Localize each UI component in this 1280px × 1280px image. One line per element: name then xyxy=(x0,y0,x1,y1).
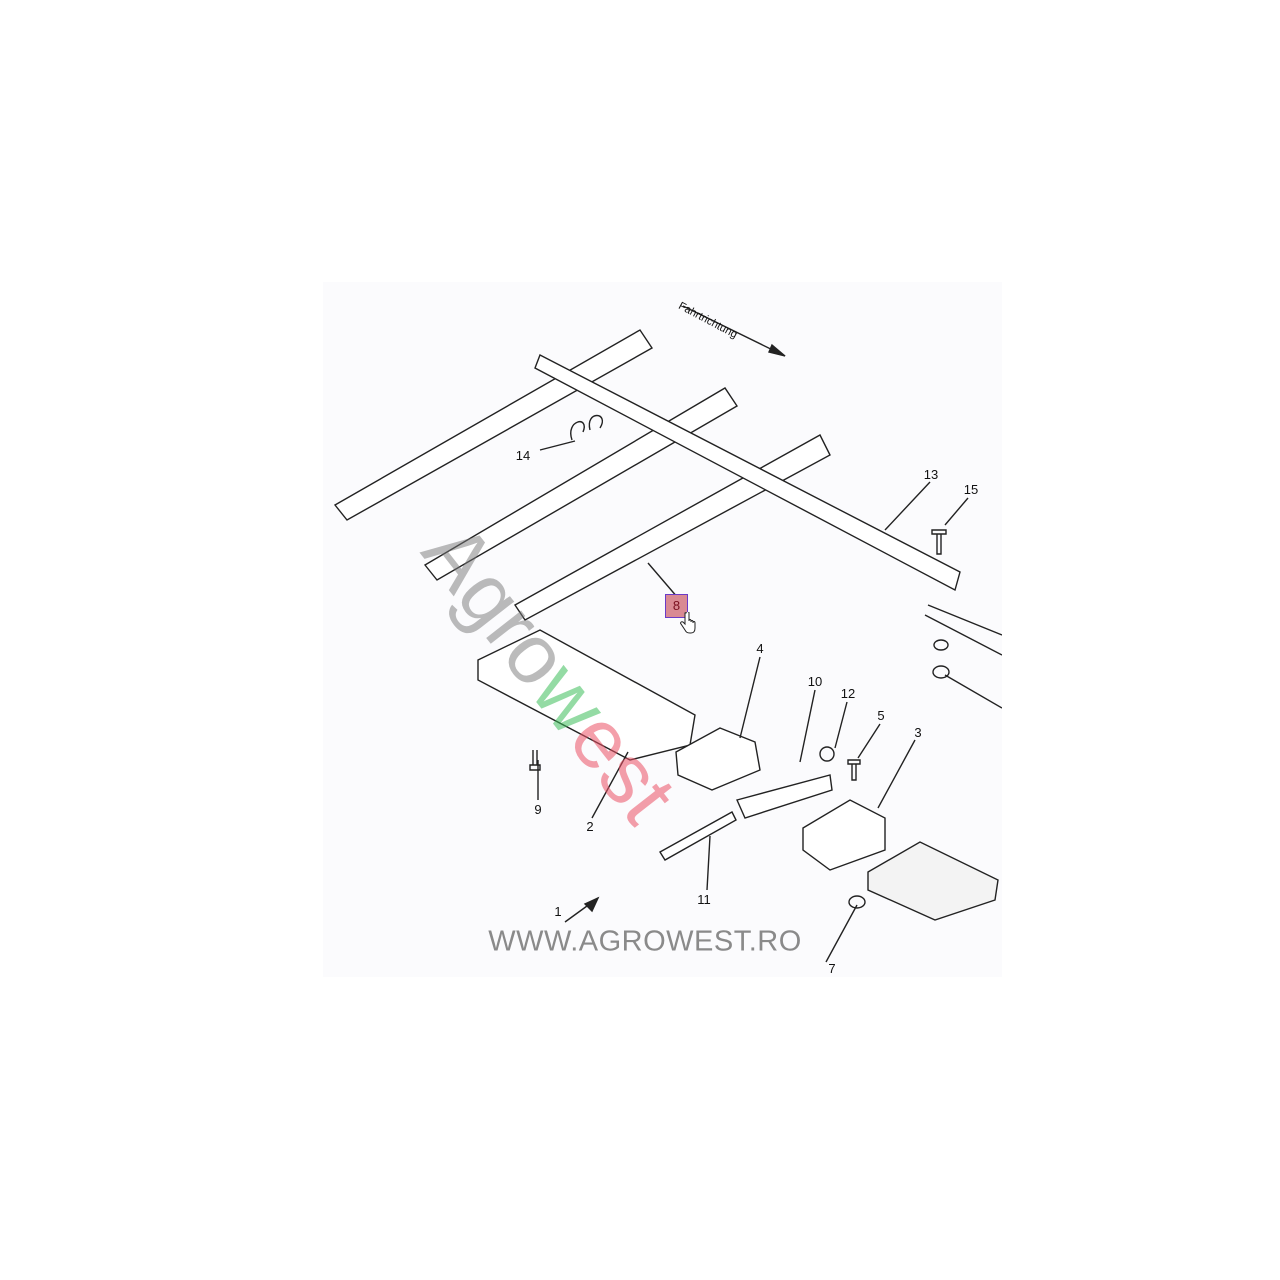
part-label-10[interactable]: 10 xyxy=(807,674,823,689)
part-hotspot-8[interactable]: 8 xyxy=(665,594,688,618)
part-label-5[interactable]: 5 xyxy=(877,708,885,723)
part-label-11[interactable]: 11 xyxy=(697,892,711,907)
exploded-view-drawing xyxy=(333,305,1002,963)
website-watermark: WWW.AGROWEST.RO xyxy=(488,925,802,958)
parts-diagram: Agrowest xyxy=(323,282,1002,977)
part-label-3[interactable]: 3 xyxy=(914,725,922,740)
part-label-15[interactable]: 15 xyxy=(963,482,979,497)
part-label-4[interactable]: 4 xyxy=(756,641,764,656)
part-label-13[interactable]: 13 xyxy=(923,467,939,482)
part-label-12[interactable]: 12 xyxy=(840,686,856,701)
hand-cursor-icon xyxy=(680,612,696,634)
part-label-14[interactable]: 14 xyxy=(515,448,531,463)
part-label-7[interactable]: 7 xyxy=(828,961,836,976)
part-label-9[interactable]: 9 xyxy=(534,802,542,817)
part-label-1[interactable]: 1 xyxy=(554,904,562,919)
part-label-2[interactable]: 2 xyxy=(586,819,594,834)
